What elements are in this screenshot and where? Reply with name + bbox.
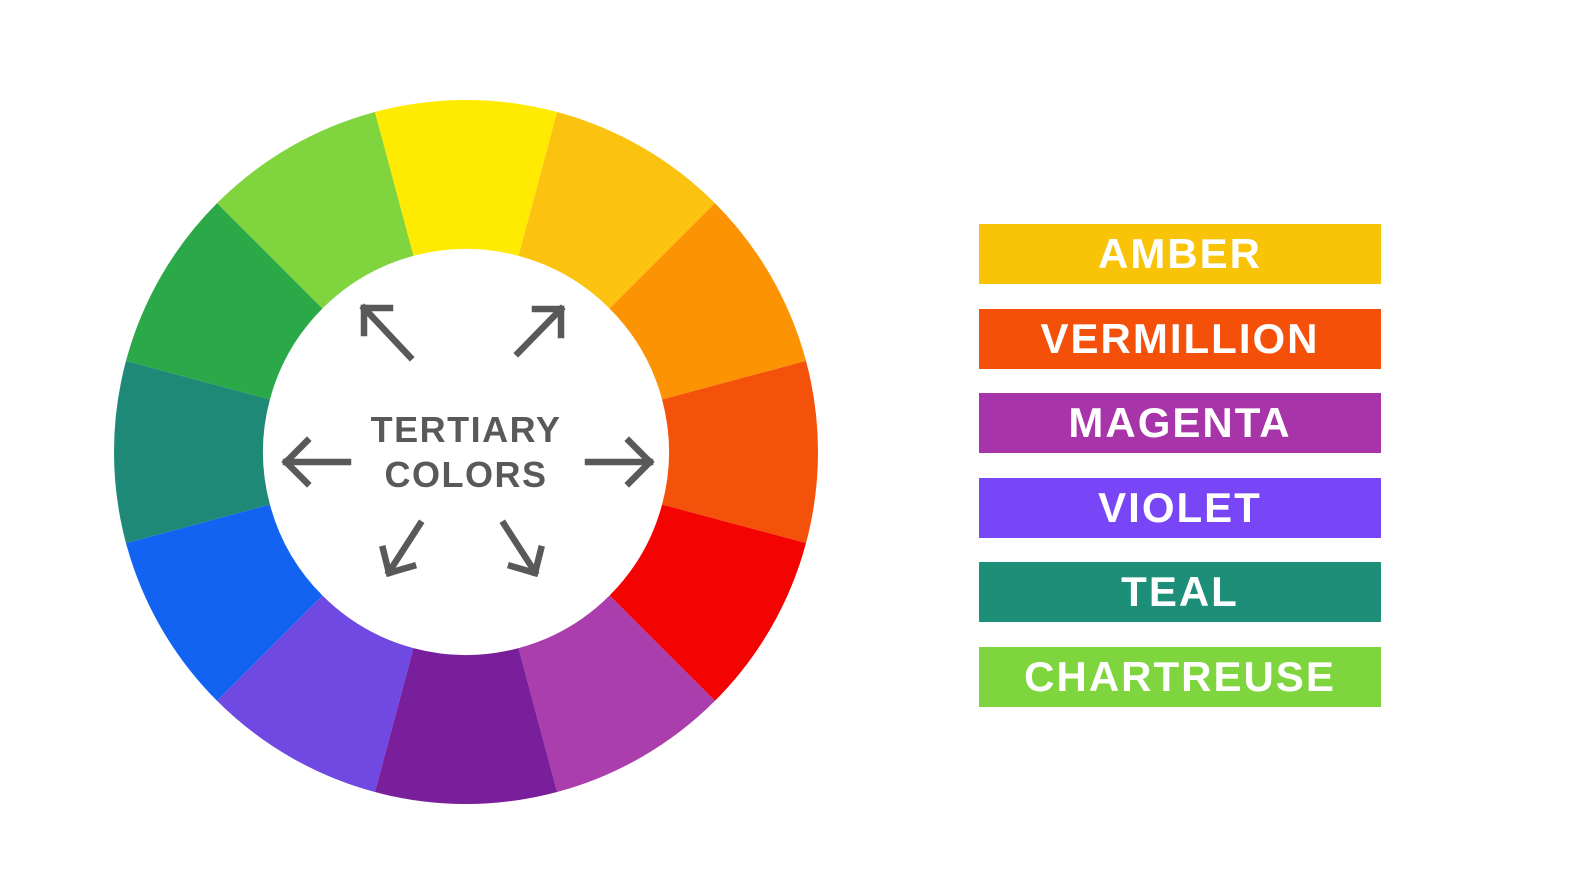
tertiary-arrows xyxy=(281,303,655,578)
wheel-segment-red xyxy=(609,504,807,701)
wheel-segment-blue xyxy=(125,504,323,701)
arrow-down-left-icon xyxy=(379,519,425,578)
arrow-left-icon xyxy=(281,436,352,488)
wheel-center-label-line2: COLORS xyxy=(384,454,548,495)
arrow-up-right-icon xyxy=(513,304,566,358)
legend-item-violet-label: VIOLET xyxy=(1098,483,1262,531)
legend-item-chartreuse: CHARTREUSE xyxy=(979,646,1381,707)
arrow-right-icon xyxy=(584,436,655,488)
wheel-segment-vermillion xyxy=(662,360,819,544)
wheel-segment-green xyxy=(125,203,323,400)
legend-item-vermillion-label: VERMILLION xyxy=(1040,314,1320,362)
wheel-segment-yellow xyxy=(374,99,558,256)
wheel-segment-purple xyxy=(374,648,558,805)
legend-item-magenta: MAGENTA xyxy=(979,393,1381,453)
wheel-segment-teal xyxy=(113,360,270,544)
wheel-segment-chartreuse xyxy=(217,111,414,309)
wheel-center-label: TERTIARY COLORS xyxy=(371,407,562,497)
wheel-segment-orange xyxy=(609,203,807,400)
wheel-segment-amber xyxy=(518,111,715,309)
color-wheel-segments xyxy=(113,99,819,805)
wheel-center-label-line1: TERTIARY xyxy=(370,409,562,450)
legend-item-amber: AMBER xyxy=(979,224,1381,284)
legend-item-teal-label: TEAL xyxy=(1121,568,1239,615)
legend-item-amber-label: AMBER xyxy=(1098,230,1262,277)
color-legend: AMBER VERMILLION MAGENTA VIOLET TEAL CHA… xyxy=(979,224,1381,731)
legend-item-teal: TEAL xyxy=(979,562,1381,622)
wheel-segment-magenta xyxy=(518,595,715,793)
arrow-up-left-icon xyxy=(359,303,415,362)
legend-item-vermillion: VERMILLION xyxy=(979,308,1381,369)
legend-item-violet: VIOLET xyxy=(979,477,1381,538)
arrow-down-right-icon xyxy=(499,519,545,578)
legend-item-magenta-label: MAGENTA xyxy=(1068,399,1292,446)
legend-item-chartreuse-label: CHARTREUSE xyxy=(1024,652,1336,700)
wheel-segment-violet xyxy=(217,595,414,793)
